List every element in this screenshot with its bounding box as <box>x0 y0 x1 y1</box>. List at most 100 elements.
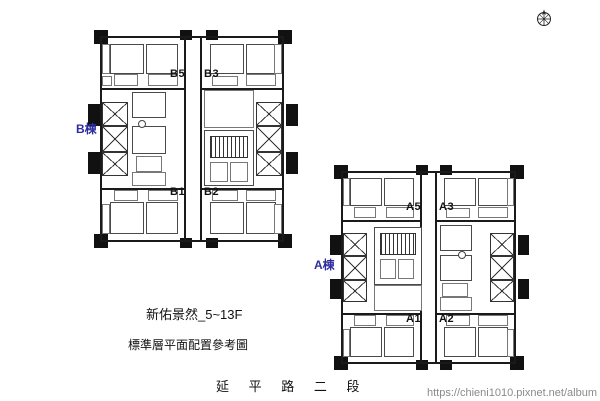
shaft <box>343 256 367 280</box>
room <box>246 74 276 86</box>
party-wall <box>200 36 202 242</box>
room <box>132 172 166 186</box>
room <box>478 315 508 326</box>
room <box>384 178 414 206</box>
tower-b-plan: B5 B3 B1 B2 <box>88 30 304 248</box>
column <box>180 30 192 40</box>
interior-wall <box>202 188 284 190</box>
column <box>180 238 192 248</box>
exterior-wall <box>100 240 284 242</box>
tower-a-plan: A5 A3 A1 A2 <box>330 165 536 370</box>
balcony <box>102 44 110 74</box>
shaft <box>102 102 128 126</box>
tower-label-b: B棟 <box>76 120 97 137</box>
lift-shaft <box>230 162 248 182</box>
balcony <box>274 204 282 234</box>
column <box>88 152 100 174</box>
exterior-wall <box>282 36 284 242</box>
room <box>384 327 414 357</box>
exterior-wall <box>100 36 284 38</box>
shaft <box>102 126 128 152</box>
column <box>510 165 524 179</box>
room <box>246 202 276 234</box>
room <box>440 255 472 281</box>
room <box>114 74 138 86</box>
interior-wall <box>341 220 420 222</box>
unit-label-a5: A5 <box>406 201 422 213</box>
room <box>132 126 166 154</box>
exterior-wall <box>341 171 343 364</box>
unit-label-b3: B3 <box>204 68 220 80</box>
room <box>210 44 244 74</box>
column <box>440 165 452 175</box>
shaft <box>102 152 128 176</box>
room <box>440 225 472 251</box>
lobby <box>374 285 422 311</box>
caption-line-1: 新佑景然_5~13F <box>146 307 243 322</box>
column <box>206 30 218 40</box>
room <box>132 92 166 118</box>
exterior-wall <box>341 171 516 173</box>
unit-label-b2: B2 <box>204 186 220 198</box>
room <box>440 297 472 311</box>
room <box>354 315 376 326</box>
room <box>350 327 382 357</box>
room <box>210 202 244 234</box>
balcony <box>507 329 514 357</box>
watermark: https://chieni1010.pixnet.net/album <box>426 387 597 399</box>
shaft <box>343 280 367 302</box>
room <box>444 178 476 206</box>
lift-shaft <box>380 259 396 279</box>
room <box>146 202 178 234</box>
column <box>278 234 292 248</box>
party-wall <box>435 171 437 364</box>
room <box>442 283 468 297</box>
room <box>354 207 376 218</box>
tower-label-b-text: B棟 <box>76 122 97 136</box>
room <box>386 315 414 326</box>
fixture <box>138 120 146 128</box>
balcony <box>102 76 112 86</box>
shaft <box>490 233 514 256</box>
shaft <box>256 126 282 152</box>
party-wall <box>184 36 186 242</box>
interior-wall <box>202 88 284 90</box>
balcony <box>507 178 514 206</box>
interior-wall <box>100 88 184 90</box>
column <box>518 279 529 299</box>
column <box>286 104 298 126</box>
room <box>136 156 162 172</box>
unit-label-a2: A2 <box>439 313 455 325</box>
column <box>278 30 292 44</box>
room <box>110 202 144 234</box>
interior-wall <box>341 313 420 315</box>
unit-label-a1: A1 <box>406 313 422 325</box>
room <box>212 76 238 86</box>
column <box>330 235 341 255</box>
room <box>478 178 508 206</box>
balcony <box>343 329 350 357</box>
exterior-wall <box>100 36 102 242</box>
room <box>444 327 476 357</box>
unit-label-b5: B5 <box>170 68 186 80</box>
room <box>212 190 238 201</box>
column <box>518 235 529 255</box>
lift-shaft <box>210 162 228 182</box>
exterior-wall <box>341 362 516 364</box>
tower-label-a: A棟 <box>314 256 335 273</box>
balcony <box>274 44 282 74</box>
room <box>386 207 414 218</box>
column <box>510 356 524 370</box>
shaft <box>490 280 514 302</box>
room <box>246 44 276 74</box>
column <box>416 360 428 370</box>
unit-label-b1: B1 <box>170 186 186 198</box>
lobby <box>204 90 254 128</box>
room <box>478 327 508 357</box>
caption-line-2: 標準層平面配置參考圖 <box>128 338 249 352</box>
column <box>416 165 428 175</box>
room <box>114 190 138 201</box>
room <box>148 74 178 86</box>
tower-label-a-text: A棟 <box>314 258 335 272</box>
room <box>446 208 470 218</box>
